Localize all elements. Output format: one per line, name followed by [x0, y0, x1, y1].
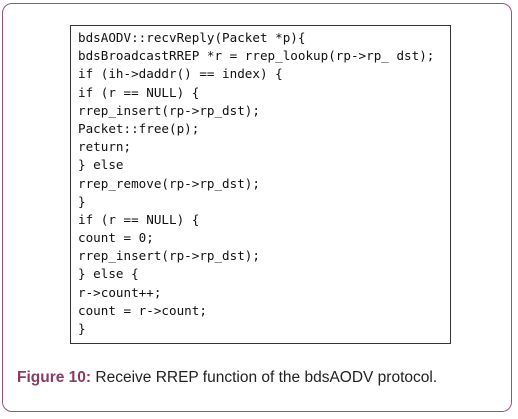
code-line: if (ih->daddr() == index) { [78, 66, 283, 82]
code-line: Packet::free(p); [78, 120, 200, 136]
code-line: if (r == NULL) { [78, 211, 200, 227]
code-line: if (r == NULL) { [78, 84, 200, 100]
code-line: count = r->count; [78, 302, 207, 318]
code-line: return; [78, 139, 132, 155]
figure-frame: bdsAODV::recvReply(Packet *p){ bdsBroadc… [2, 3, 512, 412]
code-line: } [78, 321, 86, 336]
code-line: r->count++; [78, 284, 162, 300]
caption-label: Figure 10: [17, 369, 92, 386]
code-line: bdsAODV::recvReply(Packet *p){ [78, 30, 306, 45]
code-line: rrep_insert(rp->rp_dst); [78, 248, 260, 264]
code-lines: bdsAODV::recvReply(Packet *p){ bdsBroadc… [78, 29, 434, 338]
figure-caption: Figure 10: Receive RREP function of the … [17, 369, 437, 387]
code-listing: bdsAODV::recvReply(Packet *p){ bdsBroadc… [70, 25, 451, 344]
code-line: rrep_insert(rp->rp_dst); [78, 102, 260, 118]
code-line: } [78, 193, 86, 209]
code-line: bdsBroadcastRREP *r = rrep_lookup(rp->rp… [78, 48, 435, 64]
code-line: rrep_remove(rp->rp_dst); [78, 175, 260, 191]
caption-text: Receive RREP function of the bdsAODV pro… [91, 369, 438, 386]
code-line: count = 0; [78, 230, 154, 246]
code-line: } else { [78, 266, 139, 282]
code-line: } else [78, 157, 124, 173]
